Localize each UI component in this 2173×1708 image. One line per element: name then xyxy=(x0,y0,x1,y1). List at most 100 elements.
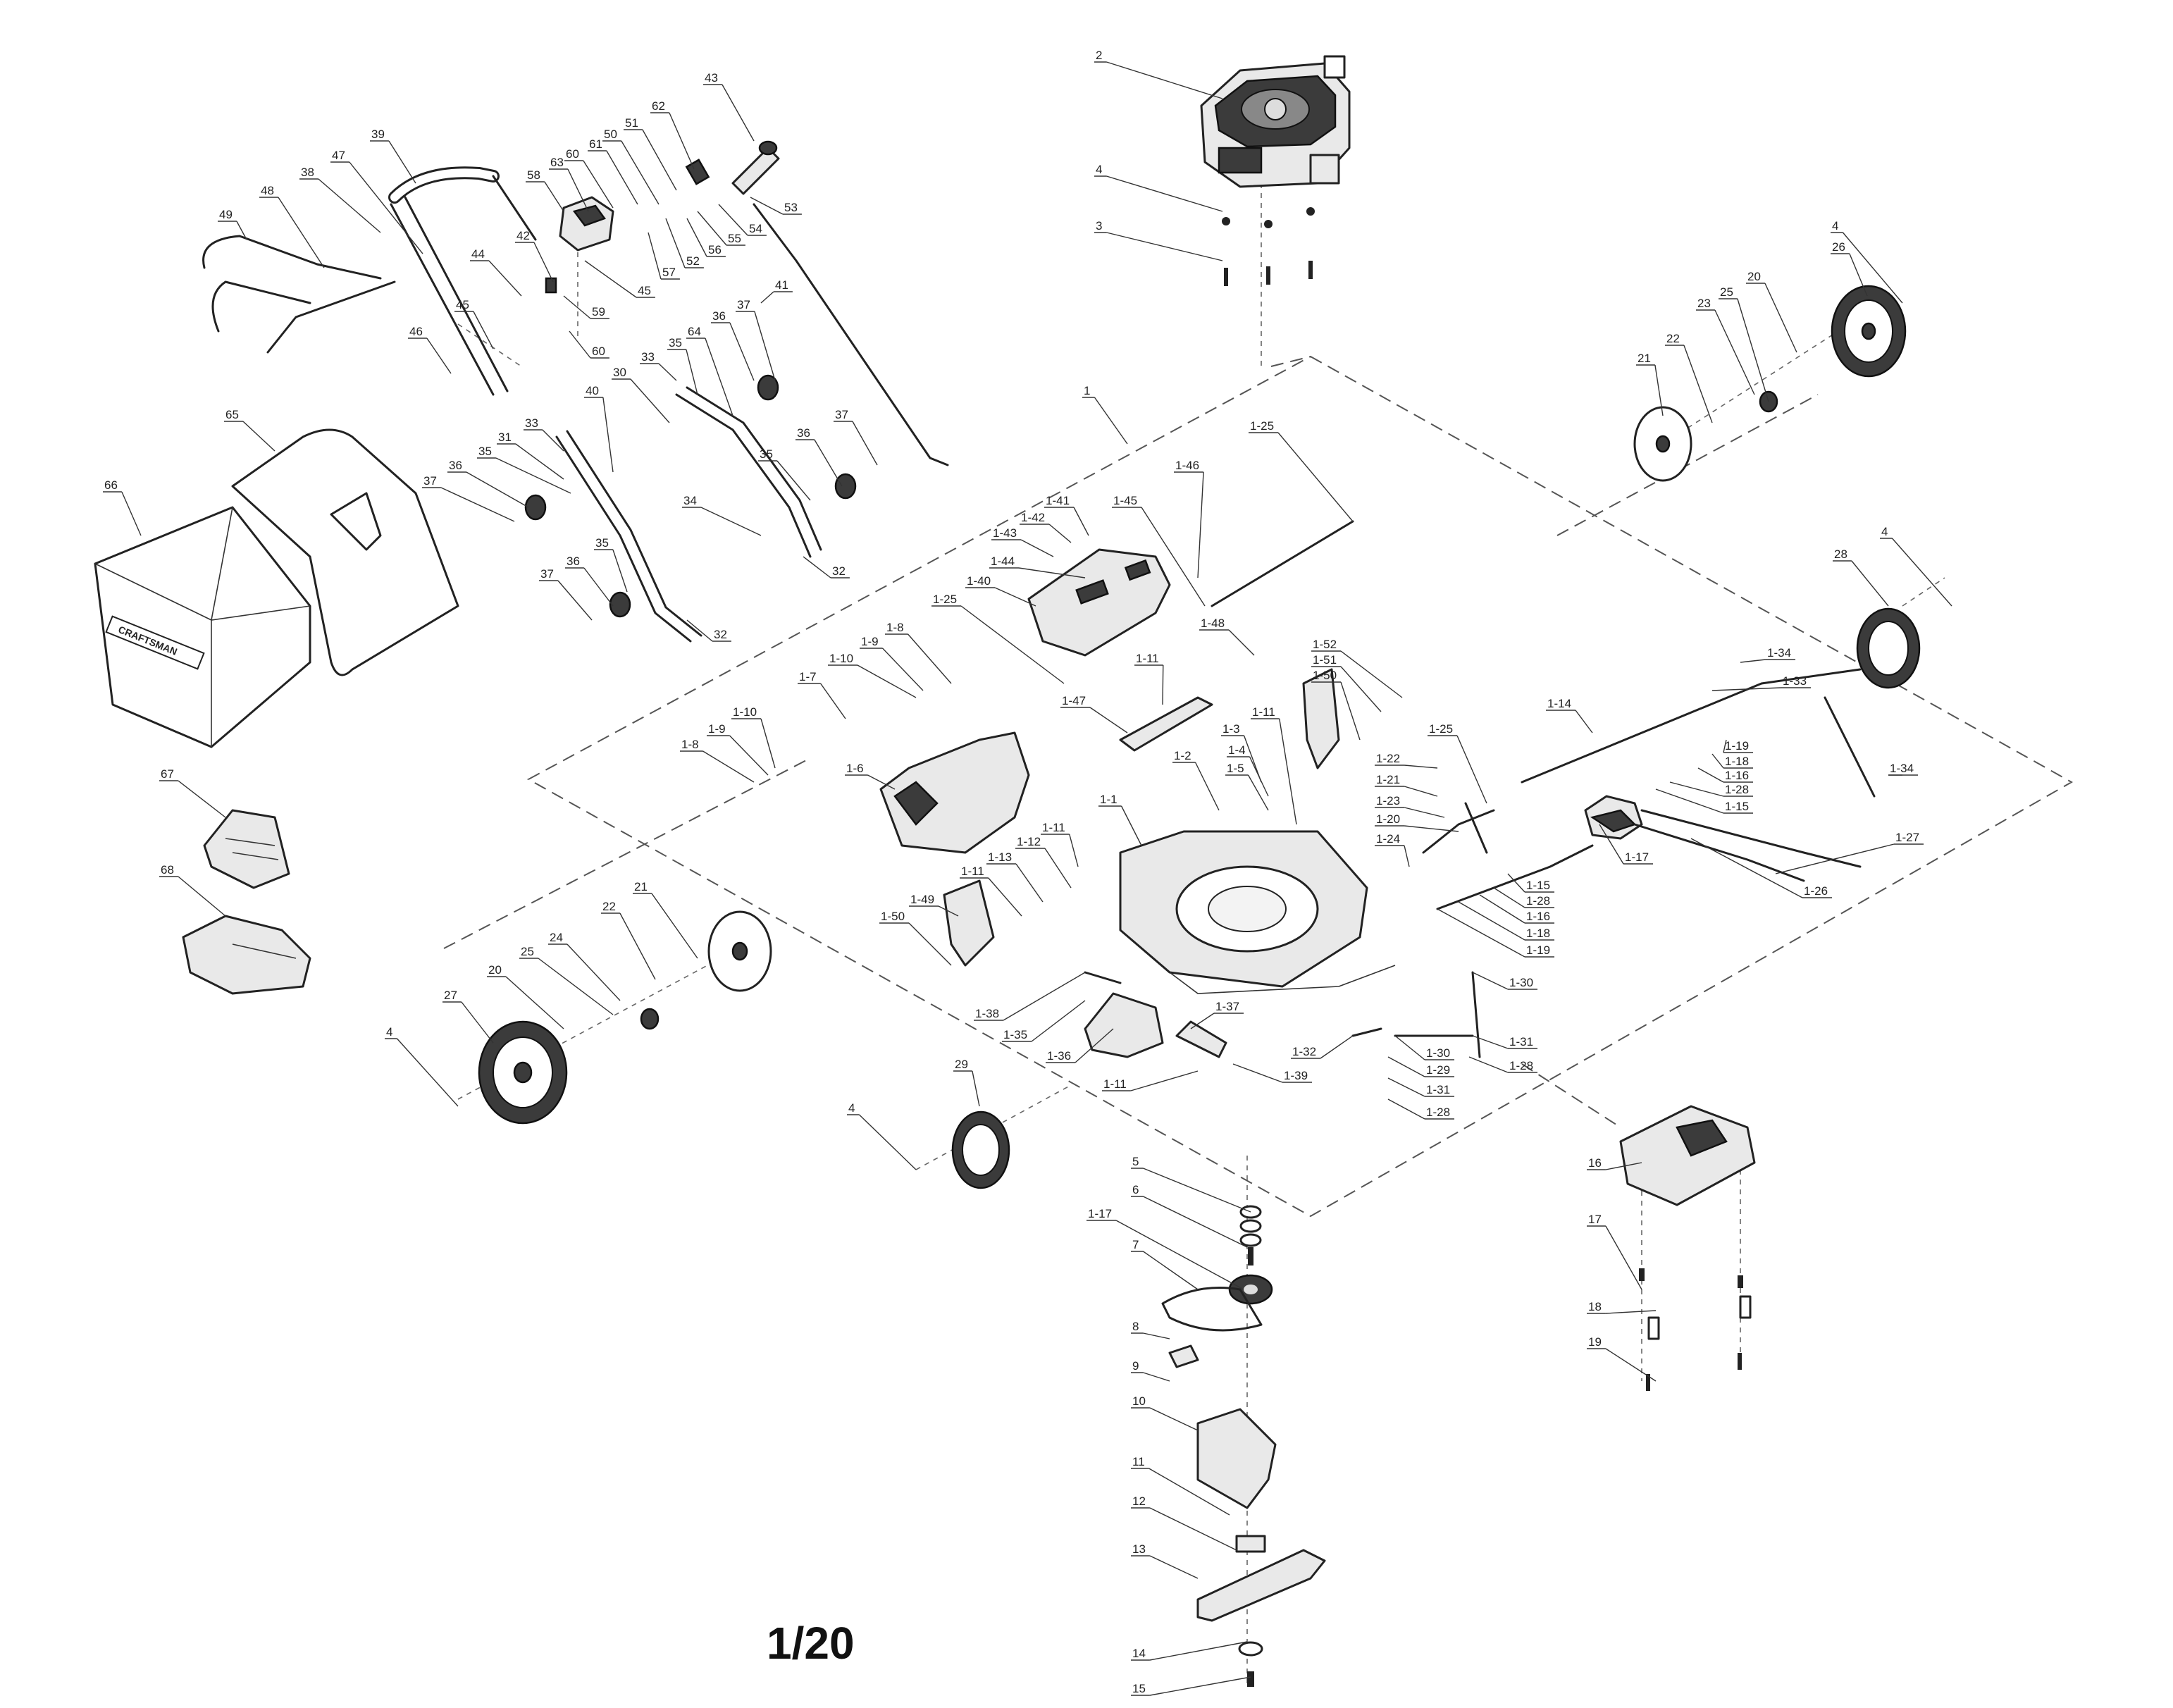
callout-leader xyxy=(1340,650,1403,698)
callout-label: 48 xyxy=(261,184,274,197)
callout-leader xyxy=(882,648,924,691)
callout-leader xyxy=(1048,524,1072,543)
callout: 35 xyxy=(477,445,571,494)
callout-leader xyxy=(1404,765,1438,769)
callout: 65 xyxy=(224,408,276,452)
callout-label: 66 xyxy=(104,478,118,492)
callout: 1-19 xyxy=(1437,908,1555,958)
callout: 1-45 xyxy=(1112,494,1206,607)
engine xyxy=(1200,55,1351,188)
callout: 1-27 xyxy=(1775,831,1924,874)
callout-label: 4 xyxy=(1096,163,1102,176)
callout-leader xyxy=(1015,863,1044,903)
callout: 52 xyxy=(665,218,704,268)
callout: 1-28 xyxy=(1468,1056,1538,1073)
callout: 35 xyxy=(758,447,811,501)
callout: 1-4 xyxy=(1227,743,1269,797)
side-discharge-chute xyxy=(182,915,311,995)
handle-knobs xyxy=(524,277,857,618)
callout-label: 51 xyxy=(625,116,638,130)
left-handle-axis xyxy=(457,323,522,367)
callout: 48 xyxy=(259,184,325,268)
callout-leader xyxy=(857,664,917,698)
callout: 1-22 xyxy=(1375,752,1438,769)
callout: 21 xyxy=(633,880,698,959)
callout: 66 xyxy=(103,478,142,536)
callout-label: 1-27 xyxy=(1895,831,1919,844)
callout-label: 1-22 xyxy=(1376,752,1400,765)
callout: 1-7 xyxy=(798,670,846,719)
callout-leader xyxy=(488,260,522,297)
callout: 1-14 xyxy=(1546,697,1593,734)
callout-leader xyxy=(1697,767,1724,783)
callout-leader xyxy=(1149,1555,1199,1579)
callout-label: 1-21 xyxy=(1376,773,1400,786)
callout-label: 1 xyxy=(1084,384,1090,397)
callout: 1-50 xyxy=(1311,669,1361,741)
callout: 33 xyxy=(640,350,677,381)
callout-label: 1-4 xyxy=(1228,743,1246,757)
callout: 1-43 xyxy=(991,526,1054,557)
callout-label: 18 xyxy=(1588,1300,1602,1313)
callout-label: 23 xyxy=(1697,297,1711,310)
callout-label: 1-12 xyxy=(1017,835,1041,848)
callout-label: 37 xyxy=(540,567,554,581)
callout-leader xyxy=(1711,753,1724,769)
callout-leader xyxy=(1094,397,1128,445)
callout-label: 1-7 xyxy=(799,670,817,683)
callout: 1-25 xyxy=(1428,722,1487,804)
drive-shaft xyxy=(1436,844,1594,910)
callout-label: 30 xyxy=(613,366,626,379)
callout-leader xyxy=(278,197,325,268)
callout-label: 1-16 xyxy=(1725,769,1749,782)
callout-label: 33 xyxy=(641,350,655,364)
callout: 56 xyxy=(686,218,726,257)
callout-leader xyxy=(466,471,529,508)
callout-leader xyxy=(563,295,591,319)
grass-bag-frame xyxy=(231,428,459,676)
callout-leader xyxy=(1479,894,1525,924)
callout-label: 25 xyxy=(521,945,534,958)
callout: 1-46 xyxy=(1174,459,1204,578)
callout: 16 xyxy=(1587,1156,1642,1170)
callout-leader xyxy=(1714,309,1755,395)
callout: 36 xyxy=(565,555,614,607)
mower-deck xyxy=(1119,830,1396,994)
callout-leader xyxy=(1249,756,1269,797)
callout-leader xyxy=(612,549,628,593)
callout-leader xyxy=(1605,1348,1657,1382)
blade-adapter xyxy=(1235,1535,1266,1553)
callout: 1-52 xyxy=(1311,638,1403,698)
callout: 1-11 xyxy=(1251,705,1297,825)
callout: 1-40 xyxy=(965,574,1036,607)
callout-leader xyxy=(1575,710,1593,734)
callout: 1-39 xyxy=(1232,1063,1313,1083)
callout-leader xyxy=(1003,972,1086,1021)
callout: 1-16 xyxy=(1697,767,1754,783)
callout: 34 xyxy=(682,494,762,536)
throttle-cable xyxy=(753,203,949,466)
callout-label: 45 xyxy=(456,298,469,311)
callout-label: 1-41 xyxy=(1046,494,1070,507)
callout-leader xyxy=(440,487,515,522)
dash-panel xyxy=(1027,548,1171,657)
front-left-wheel-parts xyxy=(640,910,772,1030)
callout-leader xyxy=(606,150,638,205)
callout-label: 11 xyxy=(1132,1455,1145,1468)
callout: 1-28 xyxy=(1493,887,1555,908)
callout-label: 1-28 xyxy=(1509,1059,1533,1072)
callout: 1-2 xyxy=(1172,749,1220,811)
callout-leader xyxy=(1599,824,1624,865)
callout-label: 1-34 xyxy=(1890,762,1914,775)
callout-leader xyxy=(1775,843,1895,874)
callout-label: 1-18 xyxy=(1526,927,1550,940)
callout-label: 35 xyxy=(595,536,609,550)
callout-leader xyxy=(567,943,621,1001)
callout-label: 1-51 xyxy=(1313,653,1337,667)
callout-label: 1-3 xyxy=(1222,722,1240,736)
callout-label: 1-11 xyxy=(1103,1077,1127,1091)
callout-label: 1-45 xyxy=(1113,494,1137,507)
callout-label: 1-10 xyxy=(829,652,853,665)
callout-label: 1-28 xyxy=(1526,894,1550,908)
callout-label: 20 xyxy=(488,963,502,977)
